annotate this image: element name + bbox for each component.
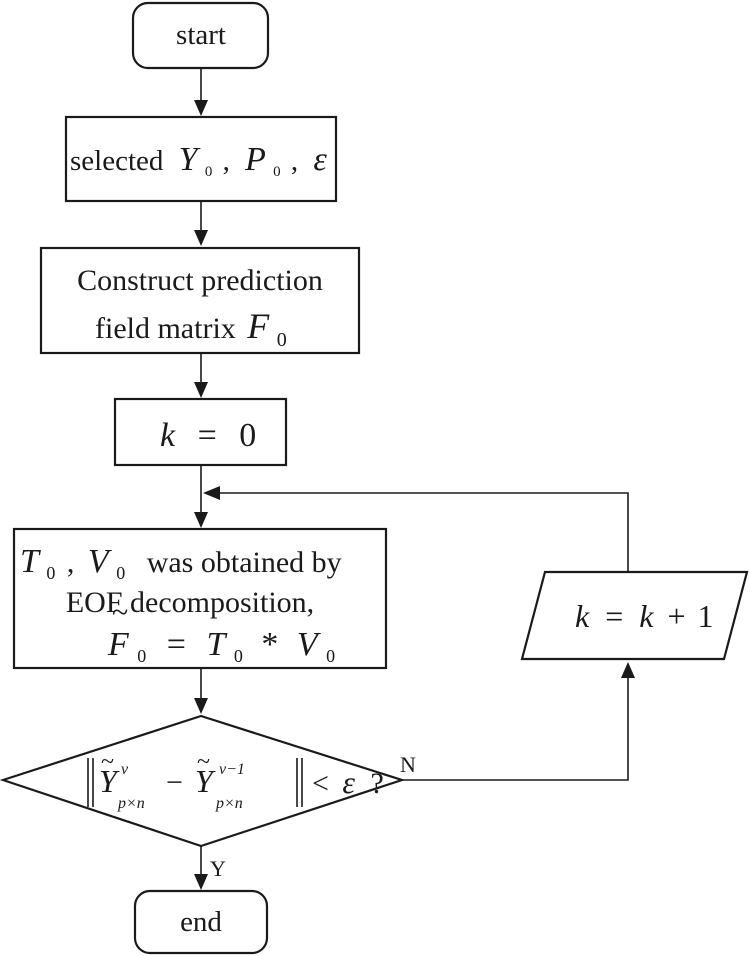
select-parameters-node: selected Y 0 , P 0 , ε [64, 115, 338, 203]
sup-v: v [121, 761, 129, 778]
increment-formula: k = k + 1 [575, 598, 714, 634]
connectors [194, 68, 635, 890]
eof-line-1: T 0 , V 0 was obtained by [20, 543, 342, 586]
y-term-1: Y [99, 763, 120, 799]
increment-k-node: k = k + 1 [520, 570, 749, 661]
construct-line-1: Construct prediction [77, 264, 323, 297]
y-term-2: Y [195, 763, 216, 799]
start-node: start [131, 1, 270, 70]
sub-pn-1: p×n [117, 795, 145, 812]
tilde-1: ~ [101, 749, 114, 775]
tilde-2: ~ [197, 749, 210, 775]
construct-line-2: field matrix F 0 [95, 306, 287, 351]
select-text: selected Y 0 , P 0 , ε [70, 141, 327, 183]
start-label: start [176, 19, 226, 51]
eof-decomposition-node: T 0 , V 0 was obtained by EOF decomposit… [12, 527, 388, 670]
lt-epsilon: < ε ? [312, 764, 384, 800]
eof-result-tilde: ~ [112, 596, 128, 629]
end-node: end [133, 889, 269, 955]
eof-line-2: EOF decomposition, [66, 586, 314, 619]
construct-matrix-node: Construct prediction field matrix F 0 [39, 246, 361, 355]
eof-line-3: F 0 = T 0 * V 0 [107, 626, 335, 670]
end-label: end [180, 906, 222, 938]
sub-pn-2: p×n [215, 795, 243, 812]
minus-sign: − [166, 766, 183, 799]
init-k-formula: k = 0 [160, 417, 256, 454]
edge-label-yes: Y [210, 856, 226, 881]
sup-v-1: v−1 [219, 761, 245, 778]
init-k-node: k = 0 [113, 397, 288, 467]
convergence-decision-node: ~ ~ Y v p×n − Y v−1 p×n < ε ? [0, 714, 406, 848]
edge-label-no: N [400, 752, 416, 777]
